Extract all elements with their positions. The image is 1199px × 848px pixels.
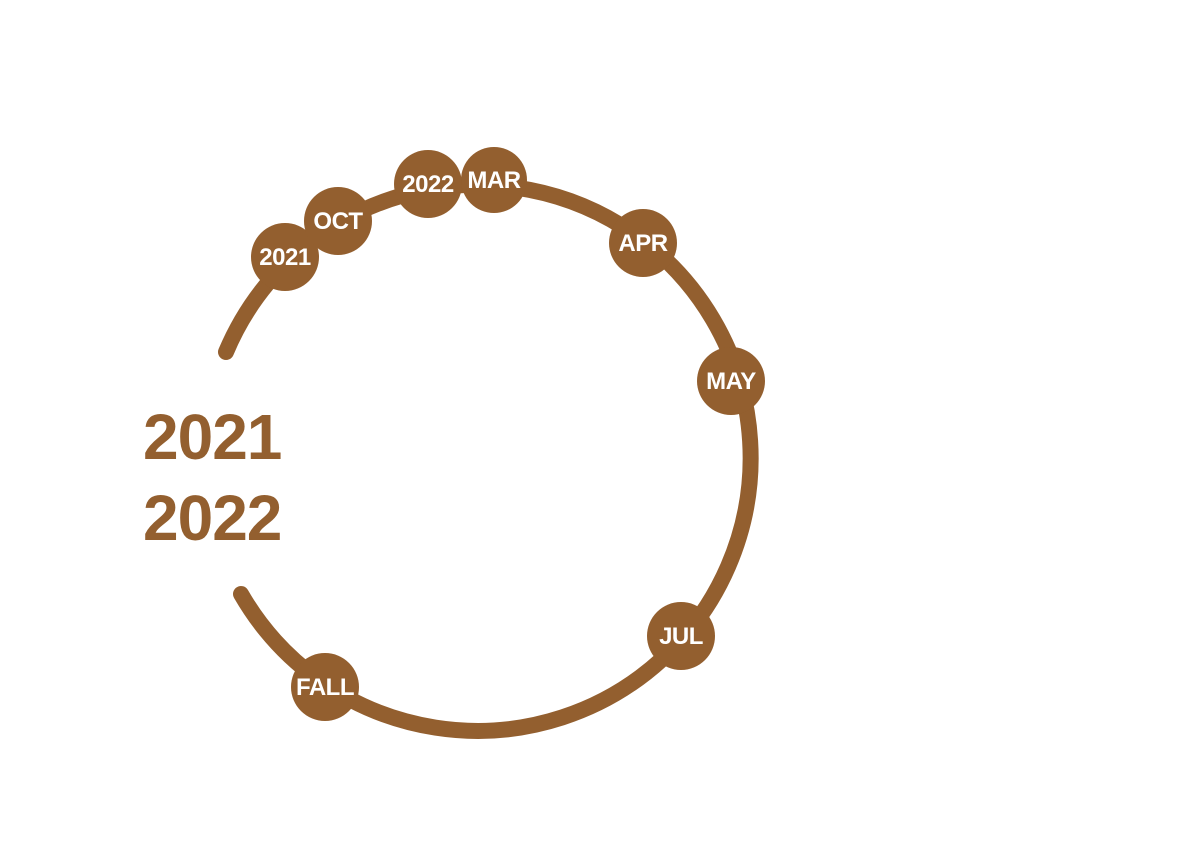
center-year-end: 2022 (143, 482, 281, 554)
milestone-dot (647, 602, 715, 670)
milestone-dot (291, 653, 359, 721)
milestone-2022: 2022 (394, 150, 462, 218)
milestone-label: 2021 (259, 244, 311, 271)
milestone-apr: APR (609, 209, 677, 277)
milestone-label: MAY (706, 368, 756, 395)
milestone-label: OCT (313, 208, 363, 235)
milestone-2021: 2021 (251, 223, 319, 291)
milestone-dot (461, 147, 527, 213)
milestone-dot (394, 150, 462, 218)
milestone-label: APR (618, 230, 667, 257)
milestone-mar: MAR (461, 147, 527, 213)
milestone-label: JUL (659, 623, 703, 650)
milestone-label: MAR (467, 167, 520, 194)
center-year-start: 2021 (143, 401, 281, 473)
milestone-dot (304, 187, 372, 255)
milestone-dot (697, 347, 765, 415)
milestone-label: FALL (296, 674, 354, 701)
timeline-ring (218, 176, 759, 739)
milestone-jul: JUL (647, 602, 715, 670)
milestone-oct: OCT (304, 187, 372, 255)
milestone-dot (609, 209, 677, 277)
milestone-fall: FALL (291, 653, 359, 721)
milestone-label: 2022 (402, 171, 454, 198)
milestone-may: MAY (697, 347, 765, 415)
milestone-dot (251, 223, 319, 291)
